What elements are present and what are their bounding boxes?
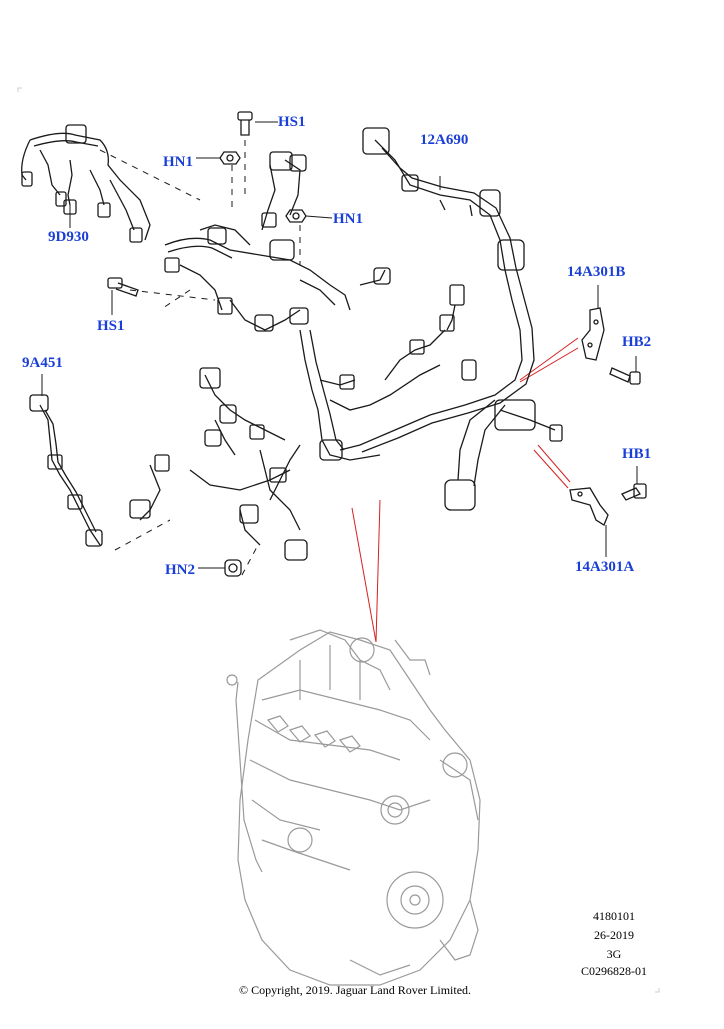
label-9d930: 9D930 <box>48 229 89 245</box>
label-hs1-top: HS1 <box>278 114 306 130</box>
leader-lines <box>99 140 301 576</box>
label-hb1: HB1 <box>622 446 652 462</box>
info-line-4: C0296828-01 <box>581 964 647 978</box>
label-14a301b: 14A301B <box>567 264 626 280</box>
info-line-2: 26-2019 <box>594 928 634 942</box>
label-12a690: 12A690 <box>420 132 469 148</box>
info-line-1: 4180101 <box>593 909 635 923</box>
corner-marks <box>17 87 660 993</box>
harness-9d930 <box>21 124 151 243</box>
copyright-notice: © Copyright, 2019. Jaguar Land Rover Lim… <box>238 983 472 997</box>
harness-central-lower <box>129 329 441 561</box>
engine-block <box>226 629 481 986</box>
label-14a301a: 14A301A <box>575 559 635 575</box>
harness-central-top <box>164 151 391 332</box>
harness-12a690 <box>339 127 563 511</box>
label-leaders <box>41 121 638 569</box>
label-hn2: HN2 <box>165 562 195 578</box>
label-hn1-right: HN1 <box>333 211 363 227</box>
label-9a451: 9A451 <box>22 355 63 371</box>
info-line-3: 3G <box>606 947 622 961</box>
label-hn1-left: HN1 <box>163 154 193 170</box>
pointer-lines <box>351 337 579 643</box>
harness-9a451 <box>29 394 103 547</box>
label-hs1-left: HS1 <box>97 318 125 334</box>
fasteners <box>107 111 647 577</box>
label-hb2: HB2 <box>622 334 652 350</box>
